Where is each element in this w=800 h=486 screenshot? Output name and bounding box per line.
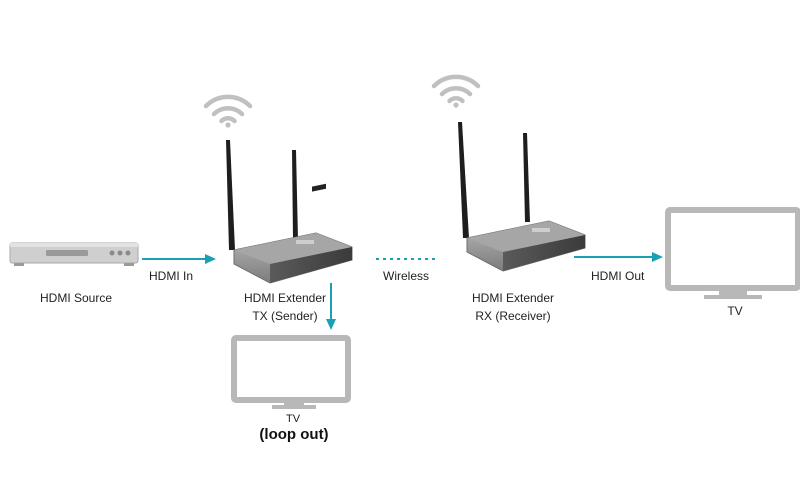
hdmi-source-label: HDMI Source [40, 291, 113, 305]
wifi-icon [431, 74, 481, 108]
antenna-right [292, 150, 298, 240]
hdmi-out-arrow [574, 252, 663, 262]
tx-label-line2: TX (Sender) [252, 309, 318, 323]
rx-label-line1: HDMI Extender [471, 291, 555, 305]
antenna-right [523, 133, 530, 222]
rx-label-line2: RX (Receiver) [475, 309, 551, 323]
tv-monitor-icon [231, 335, 351, 409]
tv-right-label: TV [727, 304, 743, 318]
loop-out-label: (loop out) [259, 426, 329, 443]
antenna-left [458, 122, 469, 238]
media-player-icon [9, 242, 139, 266]
hdmi-in-label: HDMI In [149, 269, 194, 283]
wireless-extender-icon [226, 140, 353, 284]
wireless-extender-icon [458, 122, 586, 272]
wifi-icon [203, 94, 253, 128]
antenna-left [226, 140, 235, 250]
hdmi-in-arrow [142, 254, 216, 264]
tv-loop-label: TV [285, 413, 301, 425]
hdmi-out-label: HDMI Out [591, 269, 645, 283]
wireless-label: Wireless [383, 269, 430, 283]
tx-label-line1: HDMI Extender [243, 291, 327, 305]
loop-out-arrow [326, 283, 336, 330]
tv-monitor-icon [665, 207, 800, 299]
